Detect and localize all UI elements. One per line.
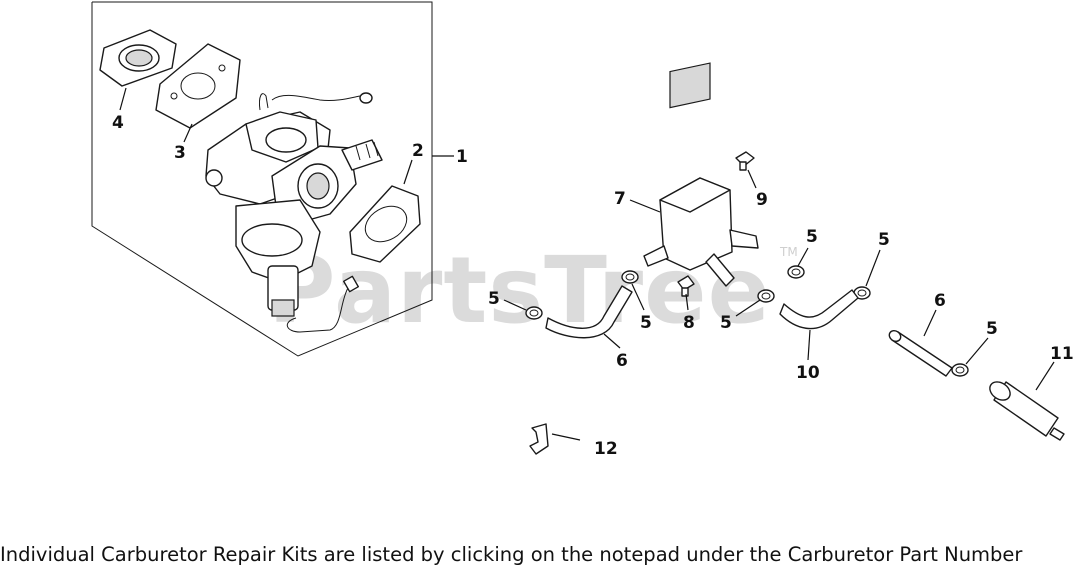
part-5-clamp-f[interactable] — [951, 363, 969, 377]
part-7-fuel-pump[interactable] — [643, 62, 759, 287]
part-5-clamp-a[interactable] — [525, 306, 543, 320]
part-5-clamp-c[interactable] — [757, 289, 775, 303]
callout-6-a: 6 — [616, 351, 628, 371]
part-5-clamp-b[interactable] — [621, 270, 639, 284]
part-5-clamp-d[interactable] — [787, 265, 805, 279]
part-11-fuel-filter[interactable] — [986, 378, 1065, 441]
carburetor-kit-box — [91, 1, 433, 357]
part-12-bracket[interactable] — [529, 423, 549, 455]
callout-1: 1 — [456, 147, 468, 167]
part-2-gasket[interactable] — [349, 185, 421, 263]
callout-6-b: 6 — [934, 291, 946, 311]
callout-8: 8 — [683, 313, 695, 333]
callout-5-d: 5 — [806, 227, 818, 247]
part-3-gasket-plate[interactable] — [155, 43, 241, 129]
part-10-fuel-line[interactable] — [779, 289, 859, 330]
callout-4: 4 — [112, 113, 124, 133]
callout-3: 3 — [174, 143, 186, 163]
callout-10: 10 — [796, 363, 820, 383]
callout-12: 12 — [594, 439, 618, 459]
callout-5-b: 5 — [640, 313, 652, 333]
part-6-fuel-line-bent[interactable] — [545, 285, 633, 339]
part-1-carburetor[interactable] — [205, 92, 383, 333]
part-4-flange-gasket[interactable] — [99, 29, 177, 87]
callout-2: 2 — [412, 141, 424, 161]
callout-9: 9 — [756, 190, 768, 210]
watermark-trademark: TM — [779, 245, 798, 259]
callout-5-e: 5 — [878, 230, 890, 250]
callout-7: 7 — [614, 189, 626, 209]
callout-5-a: 5 — [488, 289, 500, 309]
part-9-screw[interactable] — [735, 151, 755, 171]
leader-lines — [119, 87, 1055, 441]
callout-5-c: 5 — [720, 313, 732, 333]
callout-5-f: 5 — [986, 319, 998, 339]
callout-11: 11 — [1050, 344, 1074, 364]
footer-note: Individual Carburetor Repair Kits are li… — [0, 543, 1023, 566]
part-6-fuel-line-straight[interactable] — [887, 328, 953, 377]
part-8-screw[interactable] — [677, 275, 695, 297]
callout-labels: 1 2 3 4 7 9 5 5 5 5 8 5 6 10 6 5 11 12 — [112, 113, 1074, 459]
